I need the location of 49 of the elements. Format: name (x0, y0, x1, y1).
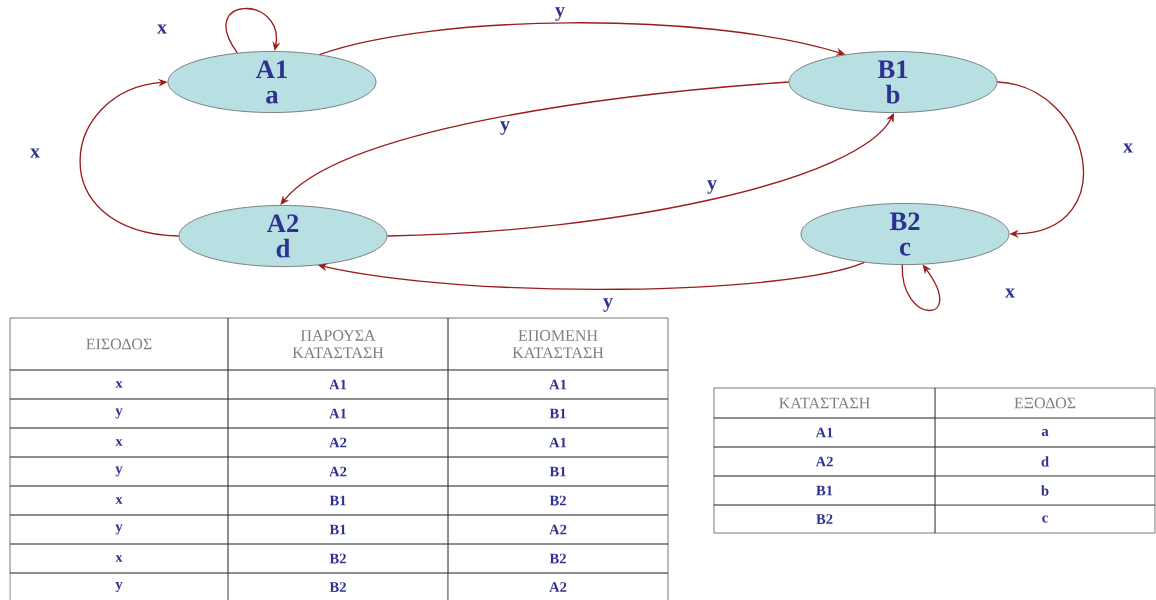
table-cell: x (9, 427, 229, 458)
table-cell: A2 (447, 572, 669, 600)
table-cell: B1 (713, 475, 936, 506)
table-cell: y (9, 456, 229, 487)
arrow (79, 78, 180, 237)
table-cell: A2 (713, 446, 936, 477)
table-cell: y (9, 572, 229, 600)
table-cell: b (934, 475, 1156, 506)
arrow (996, 81, 1084, 238)
column-header: ΕΠΟΜΕΝΗ ΚΑΤΑΣΤΑΣΗ (447, 317, 669, 371)
table-cell: x (9, 369, 229, 400)
table-cell: a (934, 417, 1156, 448)
table-cell: A1 (447, 427, 669, 458)
edge-label: x (1003, 287, 1017, 299)
table-cell: A2 (227, 456, 449, 487)
table-cell: B2 (713, 504, 936, 534)
table-cell: A1 (227, 369, 449, 400)
column-header: ΠΑΡΟΥΣΑ ΚΑΤΑΣΤΑΣΗ (227, 317, 449, 371)
table-cell: x (9, 485, 229, 516)
table-cell: y (9, 514, 229, 545)
table-cell: c (934, 504, 1156, 534)
table-cell: B1 (227, 485, 449, 516)
column-header: ΕΙΣΟΔΟΣ (9, 317, 229, 371)
edge-label: y (498, 119, 512, 137)
table-cell: B1 (227, 514, 449, 545)
edge-label: x (28, 147, 42, 159)
table-cell: d (934, 446, 1156, 477)
table-cell: y (9, 398, 229, 429)
edge-label: y (553, 5, 567, 23)
arrow (225, 7, 281, 54)
table-cell: x (9, 543, 229, 574)
arrow (901, 264, 941, 312)
table-cell: B2 (227, 543, 449, 574)
table-cell: B2 (447, 485, 669, 516)
table-cell: B2 (227, 572, 449, 600)
table-cell: B1 (447, 456, 669, 487)
edge-label: x (155, 23, 169, 35)
edge-label: y (705, 178, 719, 196)
table-cell: A1 (713, 417, 936, 448)
table-cell: B1 (447, 398, 669, 429)
edge-label: x (1121, 142, 1135, 154)
table-cell: A2 (447, 514, 669, 545)
column-header: ΚΑΤΑΣΤΑΣΗ (713, 387, 936, 419)
table-cell: A1 (447, 369, 669, 400)
column-header: ΕΞΟΔΟΣ (934, 387, 1156, 419)
table-cell: A2 (227, 427, 449, 458)
table-cell: A1 (227, 398, 449, 429)
table-cell: B2 (447, 543, 669, 574)
edge-label: y (601, 296, 615, 314)
